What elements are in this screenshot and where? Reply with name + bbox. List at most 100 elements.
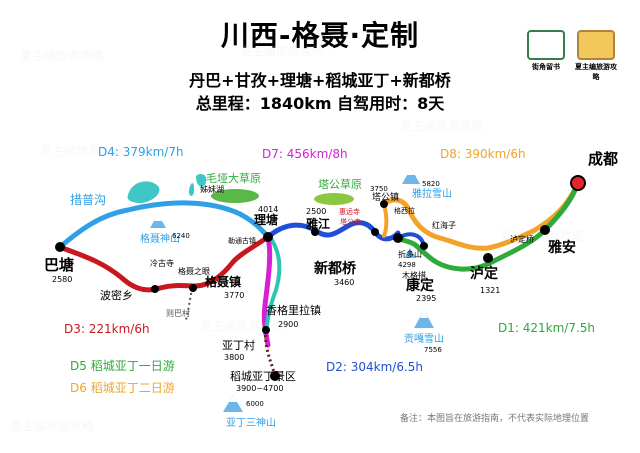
place-batang: 巴塘 — [44, 256, 74, 274]
watermark-3: 夏主编旅游攻略 — [400, 118, 484, 133]
stop-litang — [263, 232, 273, 242]
place-tagong: 塔公镇 — [372, 191, 399, 203]
place-shangrila-town-alt: 2900 — [278, 320, 298, 329]
route-d7-south — [261, 234, 273, 348]
route-summary: 丹巴+甘孜+理塘+稻城亚丁+新都桥 — [189, 71, 451, 90]
map-title: 川西-格聂·定制 — [220, 19, 420, 52]
poi-zheduo: 折多山 — [398, 249, 422, 259]
route-d8 — [381, 180, 581, 251]
place-yading-village: 亚丁村 — [222, 338, 255, 352]
stop-boduo — [151, 285, 159, 293]
route-d2-d7 — [265, 220, 401, 242]
mountain-icon-zheduo — [404, 248, 416, 258]
poi-yala-alt: 5820 — [422, 180, 440, 188]
logo-1-text: 街角留书 — [532, 63, 560, 71]
route-yading-link — [264, 329, 277, 376]
watermark-7: 夏主编旅游攻略 — [10, 418, 94, 433]
place-litang-alt: 4014 — [258, 205, 278, 214]
poi-gesar-mt-alt: 6240 — [172, 232, 190, 240]
place-yajiang-alt: 2500 — [306, 207, 326, 216]
watermark-4: 夏主编旅游攻略 — [40, 143, 124, 158]
poi-sansheng: 亚丁三神山 — [226, 416, 276, 429]
label-d5: D5 稻城亚丁一日游 — [70, 359, 175, 373]
poi-gongga: 贡嘎雪山 — [404, 333, 444, 345]
place-luding-alt: 1321 — [480, 286, 500, 295]
poi-luding-bridge: 泸定桥 — [510, 234, 534, 244]
label-d1: D1: 421km/7.5h — [498, 321, 595, 335]
place-daocheng-scenic-alt: 3900~4700 — [236, 384, 283, 393]
watermark-1: 夏主编旅游攻略 — [240, 43, 324, 58]
watermark-2: 夏主编旅游攻略 — [20, 48, 104, 63]
poi-gengnie-eye: 格聂之眼 — [178, 266, 210, 276]
place-gengnie-town-alt: 3770 — [224, 291, 244, 300]
route-d5 — [264, 235, 282, 332]
poi-cuopu: 措普沟 — [70, 193, 106, 207]
label-d3: D3: 221km/6h — [64, 322, 150, 336]
place-kangding-alt: 2395 — [416, 294, 436, 303]
route-zeba-spur — [185, 287, 193, 321]
lake-cuopu-shape — [127, 181, 160, 204]
trip-stats: 总里程：1840km 自驾用时：8天 — [195, 94, 445, 113]
poi-jiemeihu: 姊妹湖 — [200, 184, 224, 194]
grassland-tagong-shape — [314, 193, 354, 205]
poi-huiyuan: 惠远寺 — [339, 207, 360, 216]
stop-chengdu — [570, 175, 586, 191]
poi-honghaizi: 红海子 — [432, 220, 456, 230]
label-d6: D6 稻城亚丁二日游 — [70, 381, 175, 395]
poi-maoya: 毛垭大草原 — [206, 171, 261, 185]
logo-2-text: 夏主编旅游攻略 — [575, 63, 617, 81]
stop-gengnie — [189, 284, 197, 292]
place-xinduqiao: 新都桥 — [314, 260, 357, 277]
stop-kangding — [420, 242, 428, 250]
place-gengnie-town: 格聂镇 — [205, 274, 241, 289]
stop-batang — [55, 242, 65, 252]
place-daocheng-scenic: 稻城亚丁景区 — [230, 370, 296, 383]
poi-gexila: 格西拉 — [394, 206, 415, 215]
poi-lenggu-si: 冷古寺 — [150, 258, 174, 268]
logo-1-icon — [527, 30, 565, 60]
brand-logo-2: 夏主编旅游攻略 — [574, 30, 618, 82]
lake-jiemei-shape — [196, 174, 207, 187]
poi-tagong-temple: 塔公寺 — [340, 217, 361, 226]
stop-xinduqiao — [393, 233, 403, 243]
poi-zheduo-alt: 4298 — [398, 261, 416, 269]
map-note: 备注：本图旨在旅游指南，不代表实际地理位置 — [400, 412, 589, 424]
mountain-icon-gongga — [414, 310, 434, 328]
watermark-6: 夏主编旅游攻略 — [200, 318, 284, 333]
place-boduo: 波密乡 — [100, 288, 133, 302]
poi-letong: 勒通古镇 — [228, 236, 256, 245]
place-luding: 泸定 — [470, 265, 498, 282]
stop-xinduqiao-road — [371, 228, 379, 236]
lake-jiemei-2-shape — [188, 183, 195, 196]
stop-yajiang — [311, 228, 319, 236]
stop-luding — [483, 253, 493, 263]
poi-gongga-alt: 7556 — [424, 346, 442, 354]
place-tagong-alt: 3750 — [370, 185, 388, 193]
label-d8: D8: 390km/6h — [440, 147, 526, 161]
poi-mugecuo: 木格措 — [402, 270, 426, 280]
place-yajiang: 雅江 — [305, 216, 330, 231]
poi-yala: 雅拉雪山 — [412, 187, 452, 200]
place-kangding: 康定 — [406, 277, 434, 294]
label-d4: D4: 379km/7h — [98, 145, 184, 159]
place-litang: 理塘 — [254, 212, 278, 227]
grassland-maoya-shape — [211, 189, 259, 203]
route-d3 — [57, 234, 271, 293]
route-d4 — [57, 200, 271, 250]
place-yading-village-alt: 3800 — [224, 353, 244, 362]
place-shangrila-town: 香格里拉镇 — [266, 303, 321, 317]
stop-yaan — [540, 225, 550, 235]
mountain-icon-sansheng — [223, 395, 243, 412]
route-tagong-link — [382, 202, 389, 238]
poi-gesar-mt: 格聂神山 — [140, 232, 180, 245]
mountain-icon-yala — [402, 168, 420, 184]
stop-tagong — [380, 200, 388, 208]
label-d7: D7: 456km/8h — [262, 147, 348, 161]
stop-daocheng-scenic — [270, 371, 280, 381]
poi-sansheng-alt: 6000 — [246, 400, 264, 408]
place-batang-alt: 2580 — [52, 275, 72, 284]
logo-2-icon — [577, 30, 615, 60]
place-yaan: 雅安 — [548, 239, 576, 256]
